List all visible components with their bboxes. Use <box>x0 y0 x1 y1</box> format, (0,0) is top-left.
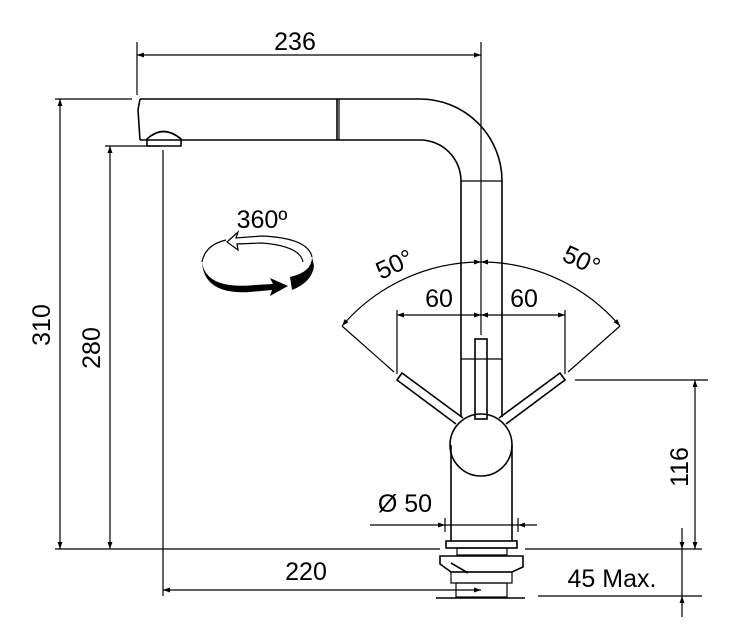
rotation-360-icon: 360º <box>201 206 314 296</box>
label-diameter-50: Ø 50 <box>378 490 432 518</box>
dimension-310: 310 <box>28 98 440 550</box>
label-45-max: 45 Max. <box>568 565 657 593</box>
label-360: 360º <box>237 206 288 234</box>
handle-hub <box>449 413 513 477</box>
dimension-45-max: 45 Max. <box>538 528 702 617</box>
label-60-right: 60 <box>510 285 538 313</box>
label-50-right: 50° <box>558 240 604 281</box>
label-280: 280 <box>78 327 106 369</box>
label-116: 116 <box>666 447 694 487</box>
dimension-220: 220 <box>162 150 481 596</box>
label-50-left: 50° <box>372 244 418 285</box>
dimension-116: 116 <box>525 379 708 550</box>
label-220: 220 <box>285 558 327 586</box>
handle-left <box>395 371 464 425</box>
faucet-outline <box>137 98 567 599</box>
label-310: 310 <box>28 304 56 346</box>
aerator <box>146 130 182 147</box>
handle-right <box>498 371 567 425</box>
label-60-left: 60 <box>425 285 453 313</box>
dimension-diameter-50: Ø 50 <box>370 490 537 532</box>
label-236: 236 <box>274 28 316 56</box>
dimension-280: 280 <box>78 145 160 549</box>
